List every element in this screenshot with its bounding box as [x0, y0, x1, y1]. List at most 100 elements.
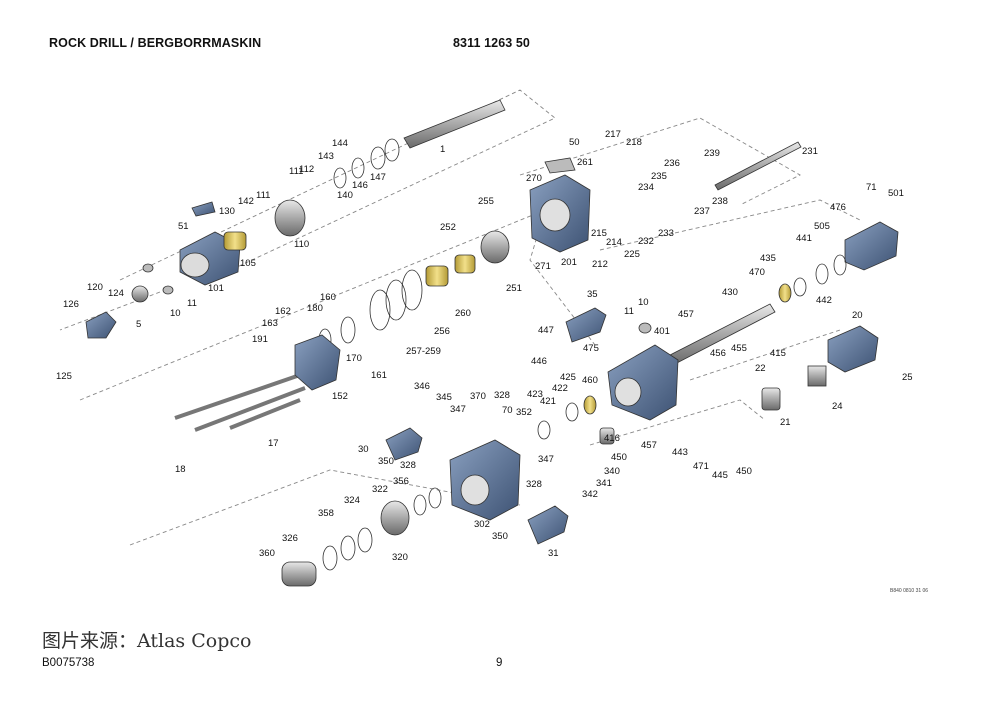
callout: 460	[582, 375, 598, 386]
callout: 231	[802, 146, 818, 157]
callout: 217	[605, 129, 621, 140]
callout: 70	[502, 405, 513, 416]
valve-part	[565, 307, 607, 343]
callout: 162	[275, 306, 291, 317]
callout: 352	[516, 407, 532, 418]
callout: 324	[344, 495, 360, 506]
callout: 457	[678, 309, 694, 320]
callout: 450	[736, 466, 752, 477]
callout: 260	[455, 308, 471, 319]
callout: 456	[710, 348, 726, 359]
callout: 341	[596, 478, 612, 489]
page-number: 9	[496, 657, 503, 669]
callout: 120	[87, 282, 103, 293]
rod-part	[714, 141, 802, 191]
callout: 143	[318, 151, 334, 162]
callout: 24	[832, 401, 843, 412]
callout: 322	[372, 484, 388, 495]
callout: 328	[526, 479, 542, 490]
callout: 238	[712, 196, 728, 207]
callout: 10	[638, 297, 649, 308]
callout: 501	[888, 188, 904, 199]
callout: 415	[770, 348, 786, 359]
callout: 31	[548, 548, 559, 559]
callout: 326	[282, 533, 298, 544]
chuck-part	[274, 199, 306, 237]
callout: 255	[478, 196, 494, 207]
callout: 237	[694, 206, 710, 217]
callout: 163	[262, 318, 278, 329]
callout: 25	[902, 372, 913, 383]
document-id: B0075738	[42, 657, 95, 669]
callout: 101	[208, 283, 224, 294]
callout: 10	[170, 308, 181, 319]
callout: 142	[238, 196, 254, 207]
callout: 442	[816, 295, 832, 306]
callout: 233	[658, 228, 674, 239]
callout: 347	[450, 404, 466, 415]
callout: 51	[178, 221, 189, 232]
callout: 370	[470, 391, 486, 402]
callout: 50	[569, 137, 580, 148]
callout: 17	[268, 438, 279, 449]
callout: 20	[852, 310, 863, 321]
callout: 446	[531, 356, 547, 367]
callout: 328	[400, 460, 416, 471]
callout: 22	[755, 363, 766, 374]
callout: 215	[591, 228, 607, 239]
end-cap-part	[281, 561, 317, 587]
callout: 239	[704, 148, 720, 159]
bushing-part	[223, 231, 247, 251]
callout: 110	[294, 239, 309, 250]
callout-labels: 1 5 10 10 11 11 17 18 20 21 22 24 25 30 …	[56, 129, 913, 563]
callout: 161	[371, 370, 387, 381]
callout: 191	[252, 334, 268, 345]
callout: 441	[796, 233, 812, 244]
callout: 342	[582, 489, 598, 500]
callout: 257-259	[406, 346, 441, 357]
callout: 18	[175, 464, 186, 475]
callout: 422	[552, 383, 568, 394]
callout: 328	[494, 390, 510, 401]
callout: 180	[307, 303, 323, 314]
callout: 234	[638, 182, 654, 193]
callout: 146	[352, 180, 368, 191]
callout: 270	[526, 173, 542, 184]
callout: 71	[866, 182, 877, 193]
callout: 360	[259, 548, 275, 559]
callout: 302	[474, 519, 490, 530]
callout: 320	[392, 552, 408, 563]
callout: 455	[731, 343, 747, 354]
callout: 251	[506, 283, 522, 294]
callout: 345	[436, 392, 452, 403]
callout: 236	[664, 158, 680, 169]
callout: 126	[63, 299, 79, 310]
callout: 425	[560, 372, 576, 383]
callout: 471	[693, 461, 709, 472]
image-source-caption: 图片来源：Atlas Copco	[42, 630, 252, 652]
callout: 476	[830, 202, 846, 213]
callout: 261	[577, 157, 593, 168]
valve-part-3	[527, 505, 569, 545]
callout: 112	[299, 164, 314, 175]
callout: 470	[749, 267, 765, 278]
callout: 340	[604, 466, 620, 477]
callout: 218	[626, 137, 642, 148]
callout: 1	[440, 144, 445, 155]
callout: 11	[187, 298, 197, 309]
drawing-reference: B840 0810 31 06	[890, 588, 929, 594]
side-bolt	[194, 386, 306, 432]
callout: 147	[370, 172, 386, 183]
valve-part-2	[385, 427, 423, 461]
callout: 111	[289, 166, 303, 177]
callout: 212	[592, 259, 608, 270]
callout: 214	[606, 237, 622, 248]
callout: 160	[320, 292, 336, 303]
callout: 358	[318, 508, 334, 519]
callout: 421	[540, 396, 556, 407]
callout: 447	[538, 325, 554, 336]
callout: 35	[587, 289, 598, 300]
motor-part	[844, 221, 899, 271]
callout: 144	[332, 138, 348, 149]
